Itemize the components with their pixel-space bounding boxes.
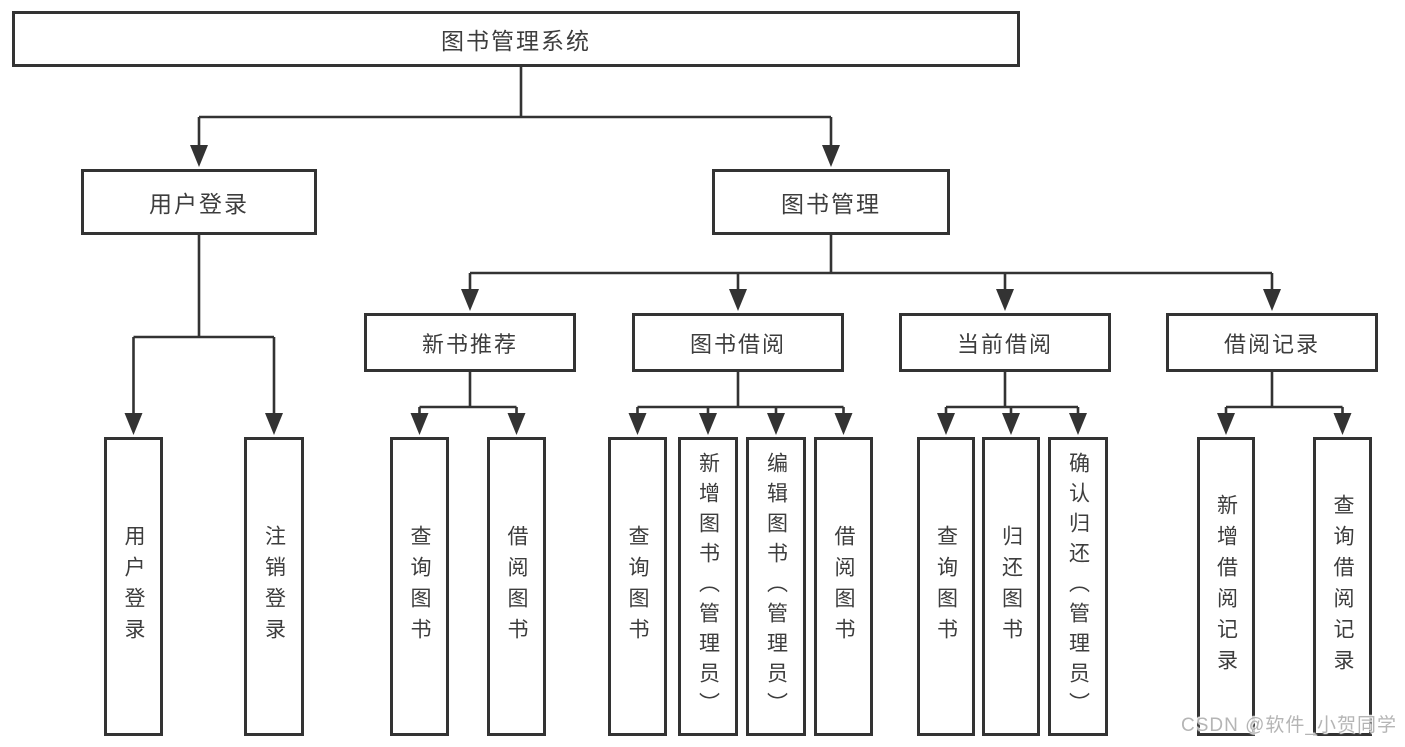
leaf-return-book: 归还图书 [982, 437, 1040, 736]
node-borrow-records: 借阅记录 [1166, 313, 1378, 372]
node-root-system: 图书管理系统 [12, 11, 1020, 67]
node-current-borrow: 当前借阅 [899, 313, 1111, 372]
leaf-borrow-books: 借阅图书 [814, 437, 873, 736]
leaf-user-login: 用户登录 [104, 437, 163, 736]
leaf-confirm-return-admin: 确认归还（管理员） [1048, 437, 1108, 736]
node-book-management: 图书管理 [712, 169, 950, 235]
leaf-edit-book-admin: 编辑图书（管理员） [746, 437, 806, 736]
leaf-query-books-borrow: 查询图书 [608, 437, 667, 736]
leaf-query-books-recommend: 查询图书 [390, 437, 449, 736]
leaf-query-borrow-record: 查询借阅记录 [1313, 437, 1372, 736]
node-book-borrow: 图书借阅 [632, 313, 844, 372]
leaf-query-books-current: 查询图书 [917, 437, 975, 736]
leaf-add-borrow-record: 新增借阅记录 [1197, 437, 1255, 736]
arrowheads [124, 145, 1352, 435]
leaf-borrow-books-recommend: 借阅图书 [487, 437, 546, 736]
node-user-login: 用户登录 [81, 169, 317, 235]
node-new-book-recommend: 新书推荐 [364, 313, 576, 372]
leaf-add-book-admin: 新增图书（管理员） [678, 437, 738, 736]
edge-paths [132, 67, 1344, 418]
watermark: CSDN @软件_小贺同学 [1181, 715, 1397, 736]
leaf-logout: 注销登录 [244, 437, 304, 736]
